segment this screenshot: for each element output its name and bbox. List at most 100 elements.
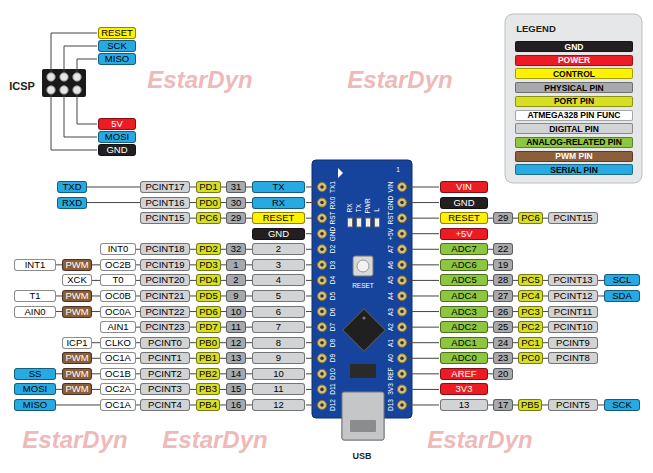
physical-pin-box: 2 bbox=[226, 274, 246, 286]
pin-marker bbox=[338, 168, 343, 178]
pin-label-text: GND bbox=[106, 145, 127, 155]
pin-label-text: SCK bbox=[612, 400, 632, 410]
port-pin-box: PD7 bbox=[196, 321, 221, 333]
pin-label-text: ADC5 bbox=[451, 275, 476, 285]
silkscreen-label: RST bbox=[388, 212, 395, 225]
port-pin-box: PD5 bbox=[196, 290, 221, 302]
port-pin-box: PD4 bbox=[196, 274, 221, 286]
pin-pad bbox=[318, 385, 327, 394]
silkscreen-label: A5 bbox=[388, 276, 395, 284]
pin-wire bbox=[407, 218, 439, 219]
function-pin-box: OC2B bbox=[100, 259, 136, 271]
pin-label-text: 22 bbox=[498, 244, 509, 254]
pin-label-text: PWM bbox=[65, 369, 88, 379]
silkscreen-label: A0 bbox=[388, 354, 395, 362]
pin-label-text: PC0 bbox=[521, 353, 539, 363]
digital-pin-box: PCINT5 bbox=[548, 399, 598, 411]
icsp-leaders bbox=[51, 33, 97, 150]
pin-label-text: ADC6 bbox=[451, 260, 476, 270]
pin-label-text: PCINT8 bbox=[556, 353, 590, 363]
legend-swatch: DIGITAL PIN bbox=[515, 123, 633, 134]
pin-pad bbox=[318, 214, 327, 223]
digital-pin-box: 9 bbox=[252, 352, 305, 364]
pin-wire bbox=[407, 342, 439, 343]
pin-label-text: PD5 bbox=[199, 291, 217, 301]
pin-label-text: 30 bbox=[231, 198, 242, 208]
pin-pad bbox=[398, 276, 407, 285]
pin-label-text: PC6 bbox=[199, 213, 217, 223]
led bbox=[348, 218, 353, 227]
pin-wire bbox=[306, 202, 317, 203]
pin-wire bbox=[407, 202, 439, 203]
pin-pad bbox=[398, 260, 407, 269]
pin-label-text: RX bbox=[272, 198, 285, 208]
silkscreen-label: D3 bbox=[330, 261, 337, 269]
function-pin-box: T1 bbox=[14, 290, 56, 302]
digital-pin-box: PCINT0 bbox=[140, 337, 190, 349]
pin-wire bbox=[306, 404, 317, 405]
pin-hole bbox=[400, 279, 404, 283]
led bbox=[366, 218, 371, 227]
pin-label-text: PCINT23 bbox=[145, 322, 184, 332]
physical-pin-box: 15 bbox=[226, 383, 246, 395]
silkscreen-label: A1 bbox=[388, 339, 395, 347]
pin-wire bbox=[306, 358, 317, 359]
silkscreen-label: RX0 bbox=[330, 196, 337, 209]
digital-pin-box: PCINT8 bbox=[548, 352, 598, 364]
silkscreen-label: +5V bbox=[388, 228, 395, 240]
pin-label-text: PC3 bbox=[521, 307, 539, 317]
pin-pad bbox=[398, 245, 407, 254]
pin-label-text: PCINT9 bbox=[556, 338, 590, 348]
physical-pin-box: 9 bbox=[226, 290, 246, 302]
pin-pad bbox=[318, 260, 327, 269]
silkscreen-label: D6 bbox=[330, 307, 337, 315]
pin-label-text: PCINT17 bbox=[145, 182, 184, 192]
pin-wire bbox=[407, 373, 439, 374]
serial-pin-box: SCL bbox=[604, 274, 640, 286]
pin-hole bbox=[400, 310, 404, 314]
digital-pin-box: 13 bbox=[440, 399, 488, 411]
physical-pin-box: 1 bbox=[226, 259, 246, 271]
pin-wire bbox=[306, 373, 317, 374]
digital-pin-box: 7 bbox=[252, 321, 305, 333]
control-pin-box: RESET bbox=[440, 212, 488, 224]
header-label: ICSP bbox=[9, 81, 35, 92]
pin-connector bbox=[92, 311, 100, 312]
nano-board bbox=[312, 160, 412, 440]
port-pin-box: PC0 bbox=[518, 352, 543, 364]
pin-hole bbox=[400, 263, 404, 267]
physical-pin-box: 13 bbox=[226, 352, 246, 364]
pin-hole bbox=[320, 294, 324, 298]
pin-pad bbox=[398, 338, 407, 347]
legend-text: PORT PIN bbox=[554, 96, 594, 106]
pin-wire bbox=[407, 280, 439, 281]
serial-pin-box: SS bbox=[14, 368, 56, 380]
pin-label-text: 13 bbox=[231, 353, 242, 363]
pin-pad bbox=[398, 385, 407, 394]
function-pin-box: INT1 bbox=[14, 259, 56, 271]
pin-label-text: GND bbox=[453, 198, 474, 208]
power-pin-box: VIN bbox=[440, 181, 488, 193]
pin-hole bbox=[400, 216, 404, 220]
port-pin-box: PC6 bbox=[518, 212, 543, 224]
pin-label-text: ADC4 bbox=[451, 291, 476, 301]
legend-swatch: SERIAL PIN bbox=[515, 164, 633, 175]
power-pin-box: 3V3 bbox=[440, 383, 488, 395]
pin-label-text: PC4 bbox=[521, 291, 539, 301]
legend-swatch: PHYSICAL PIN bbox=[515, 82, 633, 93]
port-pin-box: PC2 bbox=[518, 321, 543, 333]
port-pin-box: PC1 bbox=[518, 337, 543, 349]
pin-hole bbox=[320, 388, 324, 392]
pin-label-text: 16 bbox=[231, 400, 242, 410]
function-pin-box: OC0A bbox=[100, 306, 136, 318]
physical-pin-box: 24 bbox=[493, 337, 513, 349]
digital-pin-box: PCINT2 bbox=[140, 368, 190, 380]
pin-connector bbox=[87, 187, 140, 188]
regulator bbox=[350, 364, 376, 378]
icsp-body bbox=[42, 69, 86, 97]
pin-label-text: 11 bbox=[231, 322, 241, 332]
pin-label-text: PB5 bbox=[521, 400, 539, 410]
pin-pad bbox=[318, 245, 327, 254]
pin-pad bbox=[318, 276, 327, 285]
pwm-pin-box: PWM bbox=[62, 290, 92, 302]
